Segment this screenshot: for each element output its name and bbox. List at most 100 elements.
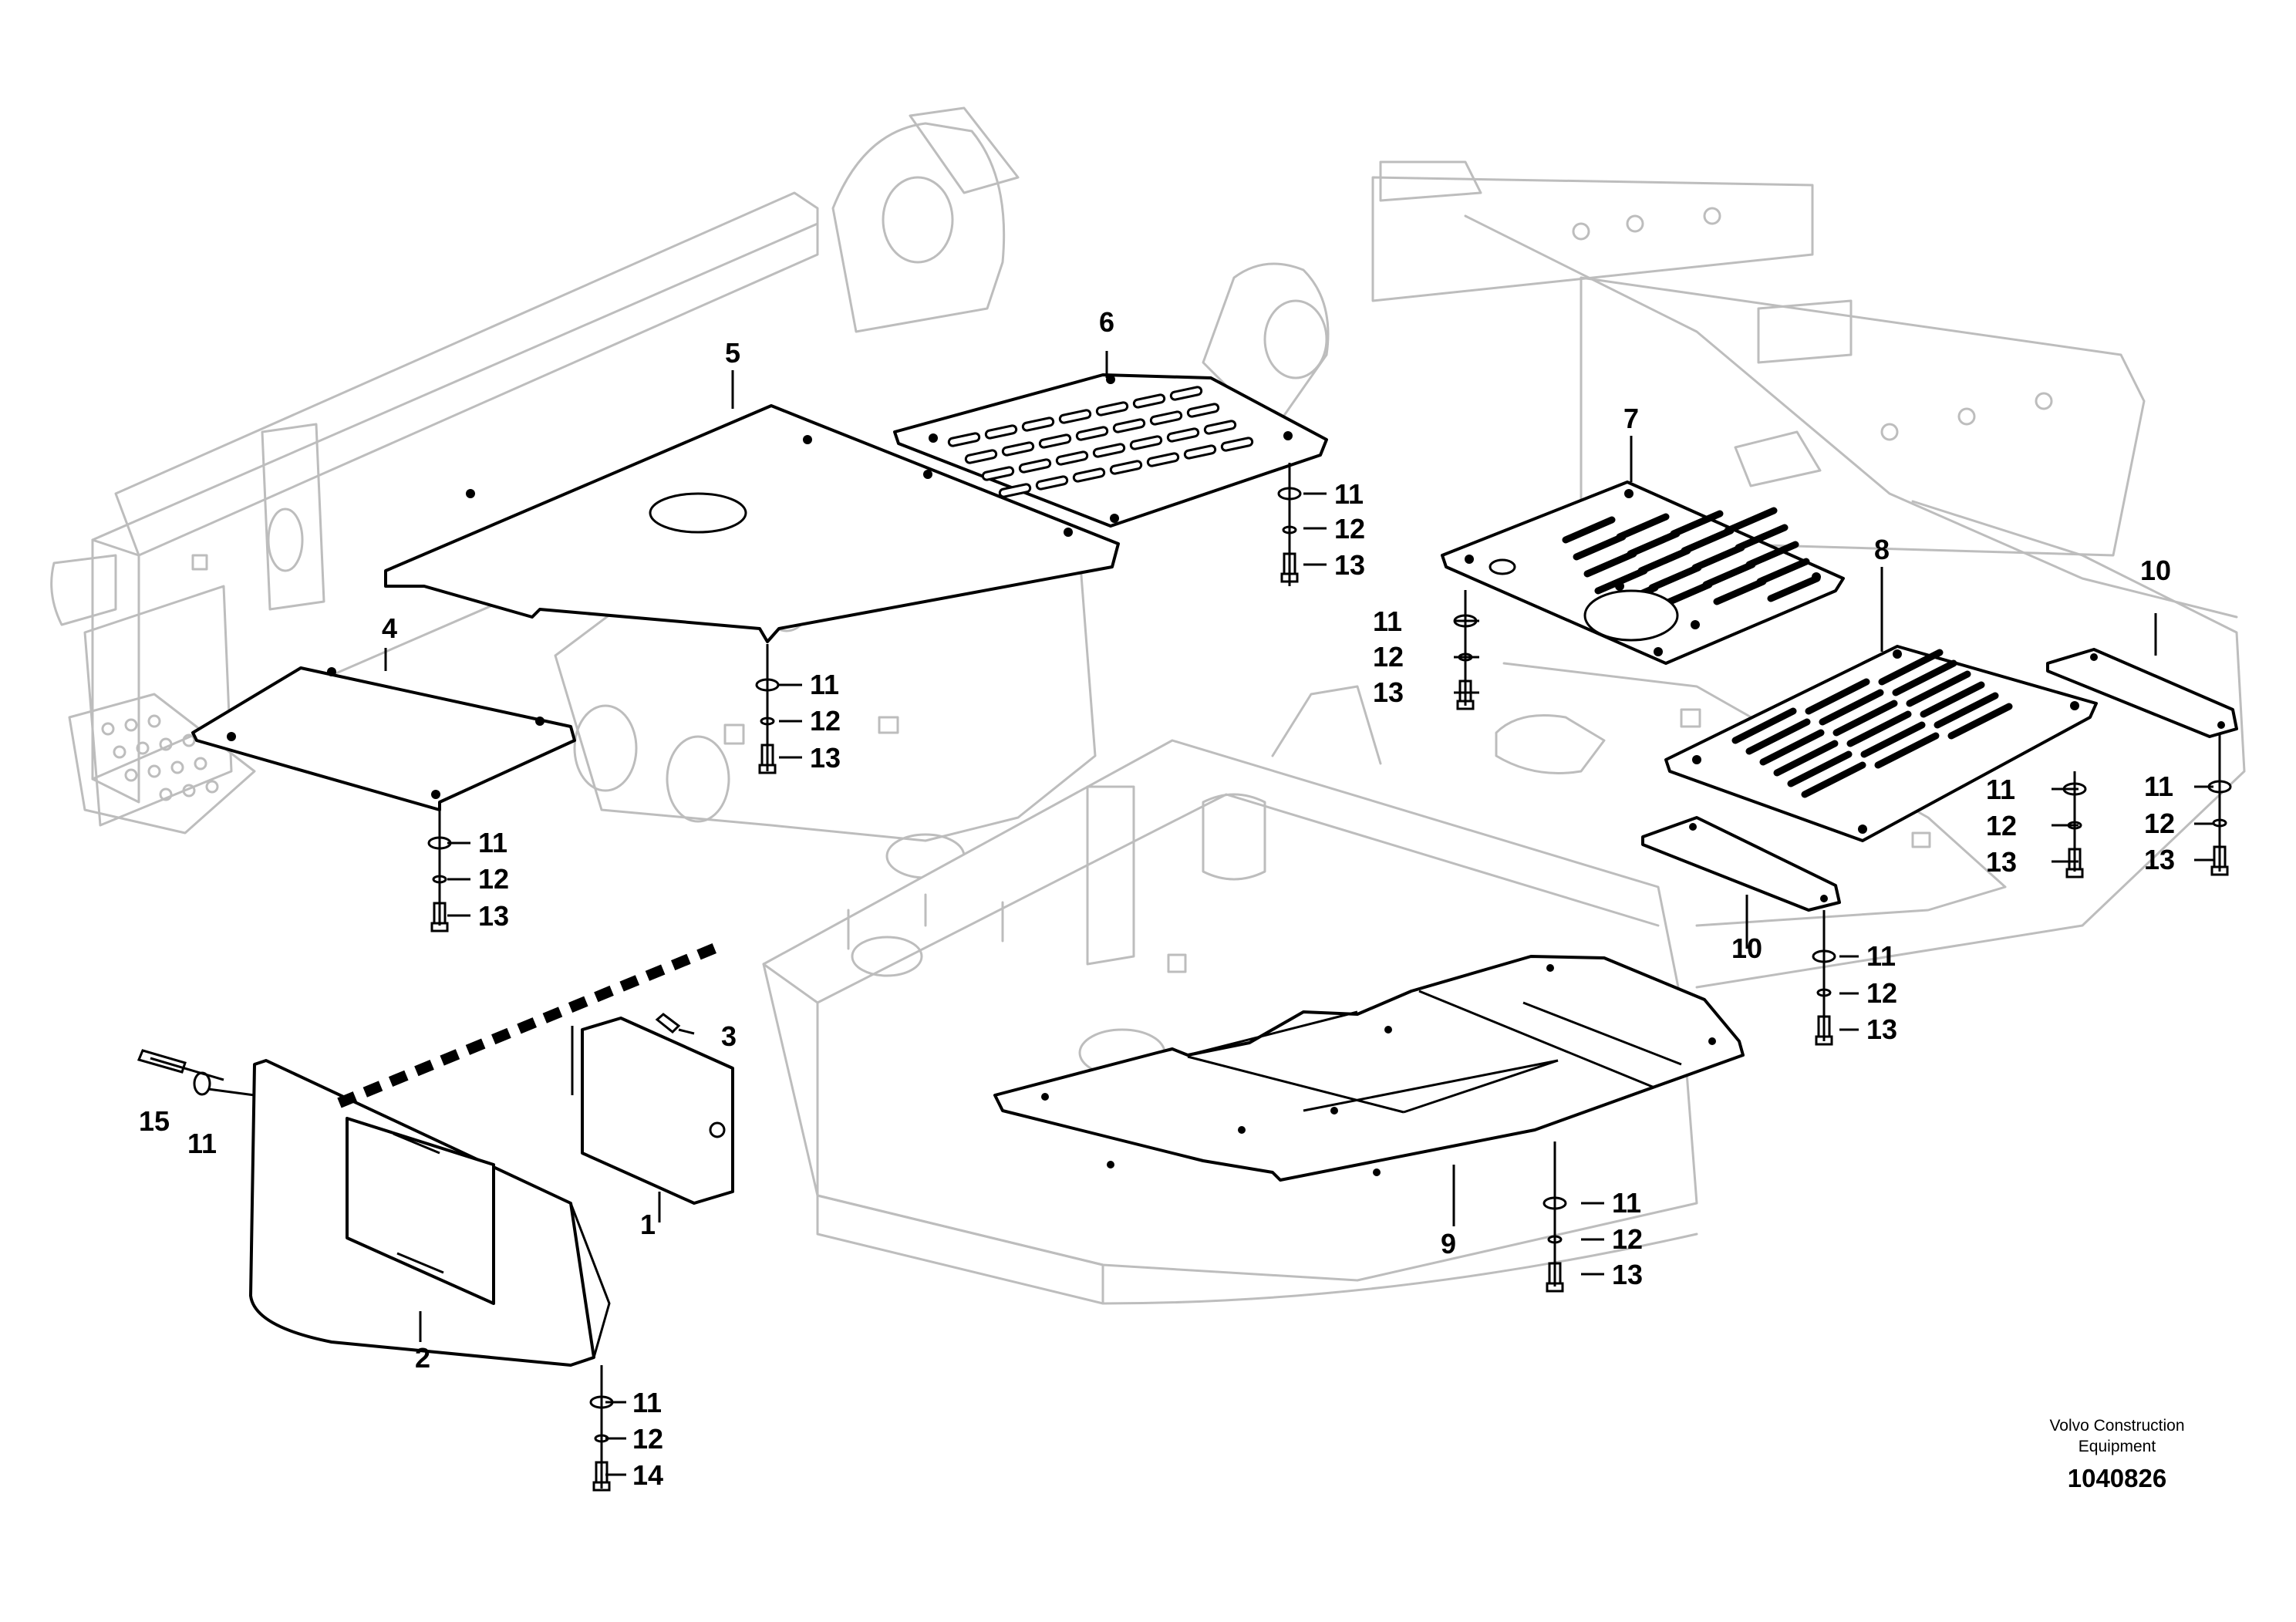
vent-slot [1018,458,1052,474]
leader-lines [150,351,2221,1489]
vent-slot [964,449,998,464]
vent-slot [947,432,981,447]
callout-13-f: 13 [2144,844,2175,875]
callout-13-g: 13 [1866,1013,1897,1045]
vent-slot [1129,435,1163,450]
part-9-floor-plate [993,955,1745,1182]
callout-11-h: 11 [1612,1187,1641,1219]
louvre [1846,710,1912,747]
louvre [1878,649,1944,686]
callout-13-a: 13 [1334,549,1365,581]
callout-3: 3 [721,1020,737,1052]
louvre [1759,729,1825,766]
louvre [1832,700,1898,737]
louvre [1874,732,1940,769]
louvre [1787,750,1853,787]
vent-slot [1095,401,1129,416]
callout-11-b: 11 [810,669,839,700]
vent-slot [1092,443,1126,458]
step-holes [101,714,219,801]
callout-12-c: 12 [478,863,509,895]
callout-6: 6 [1099,306,1114,338]
callout-12-d: 12 [1373,641,1404,673]
louvre [1934,692,1999,729]
callout-5: 5 [725,337,740,369]
louvre [1947,703,2013,740]
part-1-small-cover [571,1017,734,1205]
drawing-number: 1040826 [2068,1464,2166,1492]
vent-slot [1186,403,1220,418]
callout-13-e: 13 [1986,846,2017,878]
vent-slot [1072,467,1106,483]
part-10-strip-middle [1641,816,1841,912]
vent-slot [1109,460,1143,475]
screw-3 [655,1013,681,1034]
louvre [1670,510,1724,538]
callout-numbers: 1 2 3 4 5 6 7 8 9 10 10 15 11 11 12 13 1… [139,306,2175,1491]
callout-11-e: 11 [1986,774,2015,805]
callout-12-f: 12 [2144,808,2175,839]
louvre [1702,561,1756,588]
vent-slot [1058,409,1092,424]
part-4-side-plate [191,666,576,811]
callout-12-e: 12 [1986,810,2017,841]
vent-slot [1001,441,1035,457]
callout-13-c: 13 [478,900,509,932]
louvre [1773,740,1839,777]
part-10-strip-right [2046,648,2238,738]
louvre [1735,524,1789,551]
louvre [1648,564,1702,592]
vent-slot [1183,444,1217,460]
vent-slot [1112,418,1146,433]
vent-slot [1146,452,1180,467]
vent-slot [1055,450,1089,466]
callout-1: 1 [640,1209,656,1240]
louvre [1562,516,1616,544]
part-2-access-box [249,942,720,1367]
louvre [1801,761,1866,798]
callout-11-d: 11 [1373,605,1402,637]
louvre [1583,550,1637,578]
vent-slot [1035,475,1069,491]
callout-15: 15 [139,1105,170,1137]
callout-12-b: 12 [810,705,841,737]
louvre [1573,533,1627,561]
part-6-vent-plate [893,373,1328,528]
title-block: Volvo Construction Equipment 1040826 [2049,1417,2184,1492]
louvre [1745,718,1811,755]
louvre [1713,578,1767,605]
louvre [1724,507,1778,534]
vent-slot [1166,427,1200,443]
louvre [1627,530,1681,558]
vent-slot [1075,426,1109,441]
callout-12-h: 12 [1612,1223,1643,1255]
louvre [1731,707,1797,744]
louvre [1616,513,1670,541]
louvre [1637,547,1691,575]
callout-10-middle: 10 [1731,932,1762,964]
vent-slot [1149,410,1183,426]
louvre [1691,544,1745,572]
company-name-line1: Volvo Construction [2049,1417,2184,1435]
louvre [1892,659,1957,696]
callout-2: 2 [415,1342,430,1374]
callout-11-f: 11 [2144,771,2173,802]
callout-8: 8 [1874,534,1890,565]
callout-13-h: 13 [1612,1259,1643,1290]
vent-slot [981,466,1015,481]
louvre [1756,558,1810,585]
louvre [1805,678,1870,715]
callout-13-d: 13 [1373,676,1404,708]
part-7-vent-plate [1441,481,1845,665]
vent-slot [1021,416,1055,432]
louvre [1681,527,1735,555]
louvre [1745,541,1799,568]
part-8-vent-plate [1664,645,2098,842]
callout-9: 9 [1441,1228,1456,1259]
callout-12-i: 12 [632,1423,663,1455]
callout-10-right: 10 [2140,555,2171,586]
vent-slot [1220,437,1254,452]
vent-slot [1132,393,1166,409]
part-5-cover-plate [384,404,1120,643]
callout-12-g: 12 [1866,977,1897,1009]
